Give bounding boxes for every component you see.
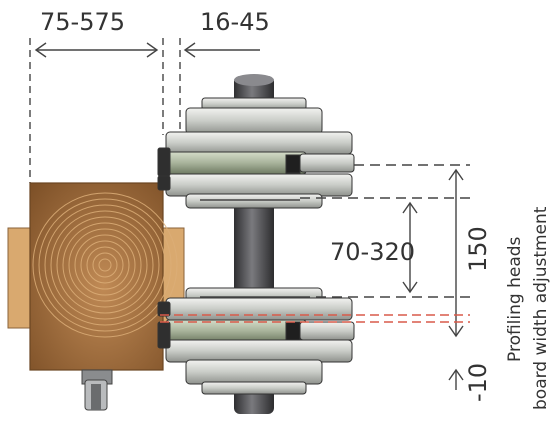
top-dimensions [29,38,260,183]
side-title-line1: Profiling heads [505,236,525,362]
shaft-top-cap [234,74,274,86]
side-title-line2: board width adjustment [531,206,551,410]
upper-profiling-head [157,97,355,209]
right-dimensions [200,164,470,390]
growth-rings [32,192,178,338]
head-gap-range-label: 70-320 [330,238,415,266]
head-height-label: 150 [464,226,492,272]
guide-roller [81,369,113,411]
lower-profiling-head [157,287,355,395]
below-offset-label: -10 [464,363,492,402]
offset-range-label: 16-45 [200,8,270,36]
board-width-range-label: 75-575 [40,8,125,36]
